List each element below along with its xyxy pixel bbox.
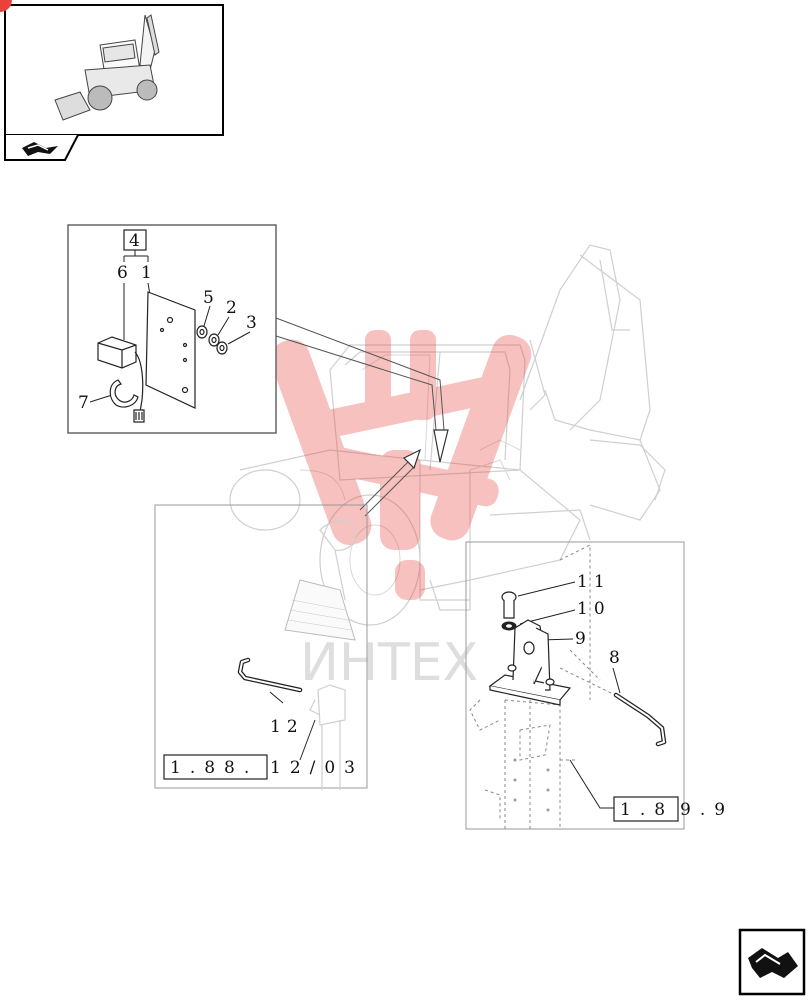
callout-9: 9	[575, 629, 592, 649]
watermark-logo: ИНТЕХ	[270, 330, 532, 693]
pin-12	[237, 657, 303, 693]
callout-12: 12	[270, 717, 304, 737]
ref-right-box-text: 1.8	[620, 800, 674, 820]
watermark-text: ИНТЕХ	[300, 633, 478, 693]
ref-left-box-text: 1.88.	[170, 758, 258, 778]
callout-5: 5	[203, 288, 220, 308]
backhoe-loader-thumbnail	[54, 14, 160, 121]
callout-1: 1	[141, 263, 158, 283]
beacon-lamp	[97, 336, 145, 423]
backhoe-ghost-outline	[229, 244, 666, 626]
callout-8: 8	[609, 648, 626, 668]
callout-2: 2	[226, 298, 243, 318]
clamp-7	[109, 379, 139, 408]
nut-3	[216, 341, 228, 355]
ref-right-box[interactable]	[613, 796, 679, 822]
lever-boot	[284, 579, 356, 641]
callout-7: 7	[78, 393, 95, 413]
ref-right-tail-text: 9.9	[680, 800, 734, 820]
bracket-9	[488, 619, 572, 706]
callout-10: 10	[577, 599, 611, 619]
ref-left-tail-text: 12/03	[270, 758, 364, 778]
mounting-plate	[145, 291, 196, 409]
bracket-detail-panel: 11 10 9 8 1.8 9	[465, 541, 734, 830]
prev-page-arrow-icon[interactable]	[22, 142, 58, 156]
corner-marker	[0, 0, 12, 12]
beacon-detail-panel: 4 6 1 5 2 3 7	[67, 224, 277, 434]
callout-11: 11	[577, 572, 611, 592]
pointer-arrows	[275, 317, 449, 517]
washer-5	[196, 325, 208, 339]
lever-detail-panel: 12 1.88. 12/03	[154, 504, 368, 790]
pin-8	[613, 692, 667, 747]
callout-3: 3	[246, 313, 263, 333]
ref-left-box[interactable]	[163, 754, 268, 780]
next-page-arrow-icon[interactable]	[738, 928, 806, 996]
callout-4: 4	[129, 231, 146, 251]
bolt-11	[501, 591, 517, 619]
thumbnail-panel[interactable]	[4, 4, 224, 161]
callout-6: 6	[117, 263, 134, 283]
washer-2	[208, 333, 220, 347]
